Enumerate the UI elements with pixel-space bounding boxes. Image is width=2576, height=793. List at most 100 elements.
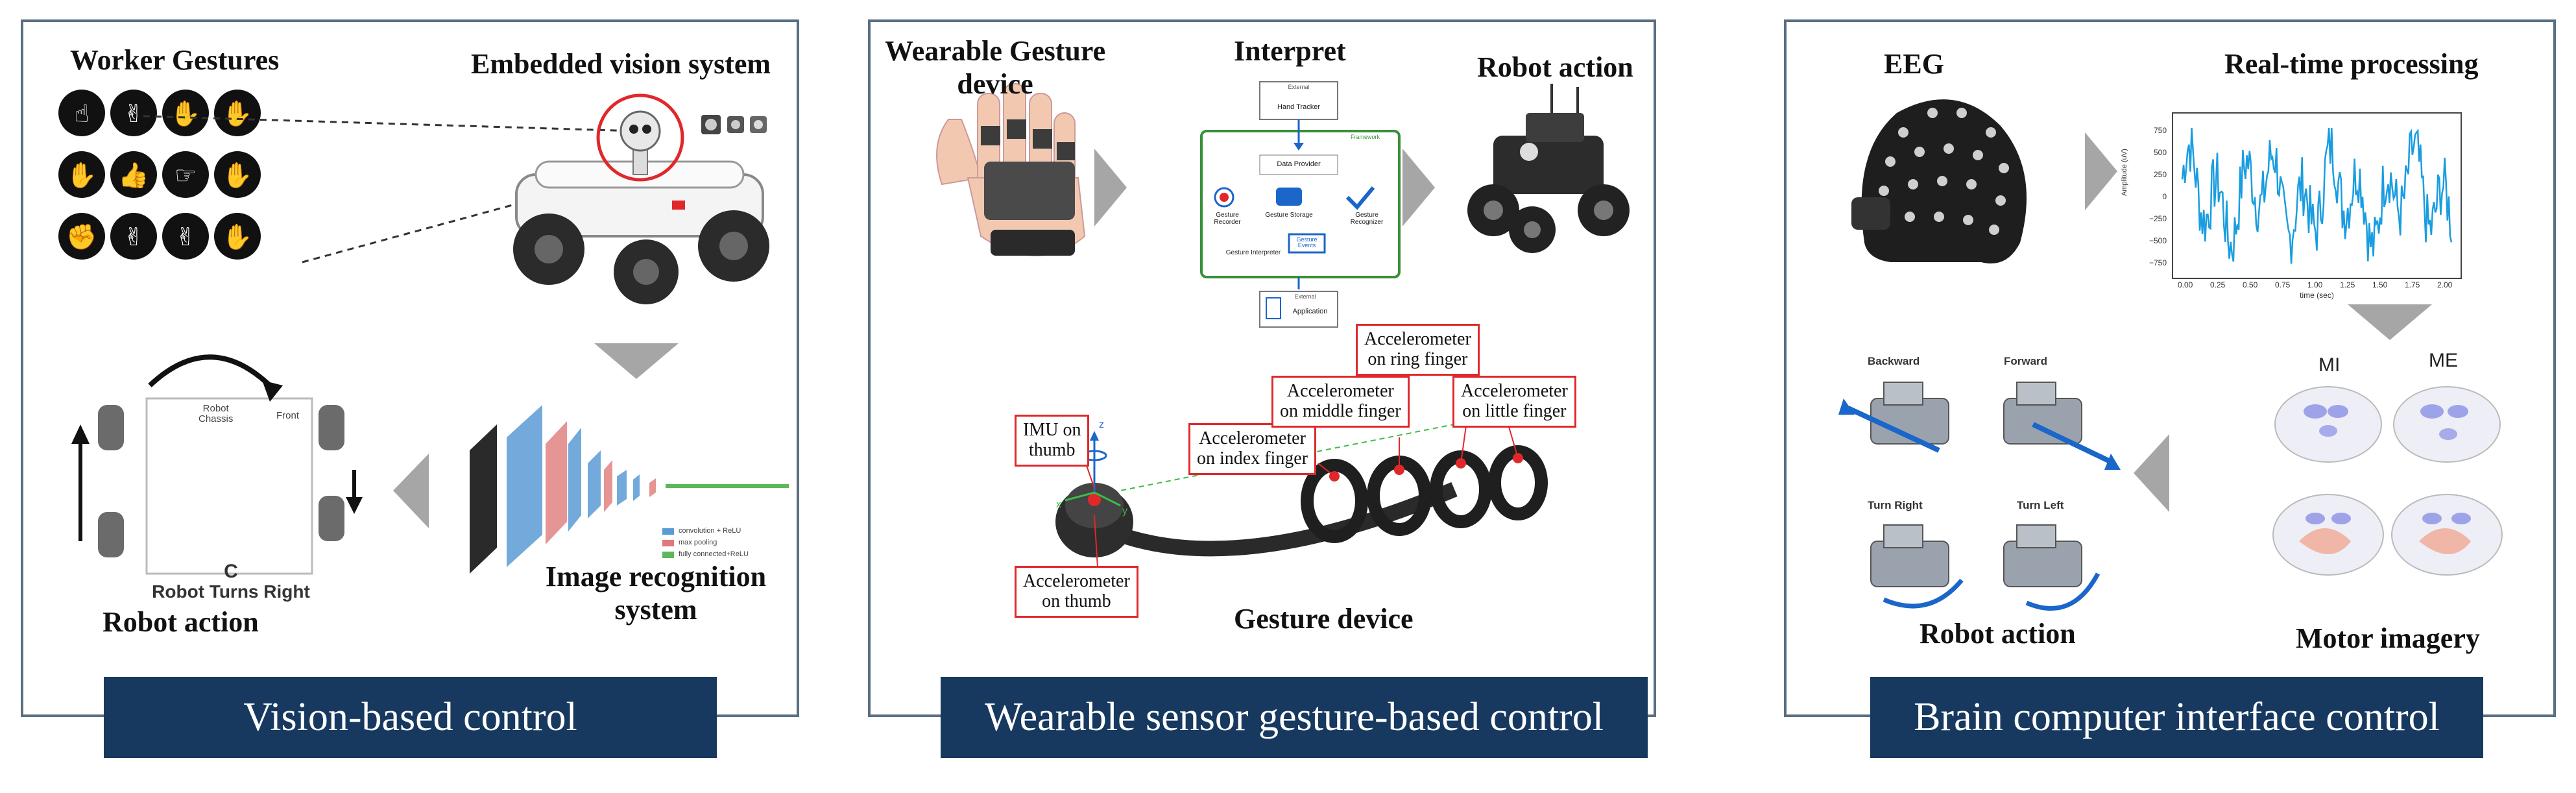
eeg-ytick: −500 xyxy=(2149,236,2167,245)
eeg-xlabel: time (sec) xyxy=(2300,291,2334,300)
cnn-legend: convolution + ReLU max pooling fully con… xyxy=(679,525,749,560)
eeg-plot xyxy=(2172,112,2462,279)
eeg-electrode xyxy=(1898,127,1908,138)
callout-imu-line-2: thumb xyxy=(1028,439,1076,460)
flow-framework: Framework xyxy=(1351,134,1380,140)
eeg-electrode xyxy=(1934,212,1944,222)
robot-directions-illustration xyxy=(1838,382,2121,611)
gesture-hand-icon: ☞ xyxy=(175,161,197,189)
eeg-electrode xyxy=(1995,195,2006,206)
chassis-letter: C xyxy=(224,561,238,582)
flow-arrow-down-bci xyxy=(2348,304,2432,340)
callout-accel-thumb: Accelerometer on thumb xyxy=(1015,566,1138,618)
eeg-electrode xyxy=(1986,127,1996,138)
eeg-electrode xyxy=(1963,215,1973,225)
eeg-electrode xyxy=(1989,225,1999,235)
image-recognition-label: Image recognition system xyxy=(529,561,782,626)
cnn-legend-conv: convolution + ReLU xyxy=(679,527,741,535)
axis-y-label: y xyxy=(1122,506,1127,517)
callout-ring-line-1: Accelerometer xyxy=(1364,329,1471,349)
gesture-hand-icon: ✋ xyxy=(66,161,97,189)
brain-illustrations xyxy=(2272,386,2503,576)
vision-panel: ☝✌✋✋✋👍☞✋✊✌✌✋ xyxy=(21,19,799,717)
callout-accel-little: Accelerometer on little finger xyxy=(1452,376,1576,428)
wearable-panel-art xyxy=(936,81,1630,568)
callout-little-line-2: on little finger xyxy=(1462,400,1567,421)
gesture-icon xyxy=(162,151,209,198)
flow-data-provider: Data Provider xyxy=(1277,160,1321,168)
axis-z-label: z xyxy=(1099,419,1104,430)
gesture-icon xyxy=(162,213,209,260)
eeg-ytick: −750 xyxy=(2149,258,2167,267)
image-recognition-line-1: Image recognition xyxy=(545,561,767,592)
wearable-banner: Wearable sensor gesture-based control xyxy=(941,677,1648,758)
bci-banner: Brain computer interface control xyxy=(1870,677,2483,758)
wearable-device-line-1: Wearable Gesture xyxy=(885,35,1106,67)
eeg-electrode xyxy=(1885,156,1896,167)
bci-panel: EEG Real-time processing Robot action Mo… xyxy=(1784,19,2556,717)
callout-accel-ring: Accelerometer on ring finger xyxy=(1356,324,1480,376)
bci-robot-action-label: Robot action xyxy=(1920,618,2076,650)
eeg-ytick: 250 xyxy=(2153,170,2167,179)
eeg-electrode xyxy=(1905,212,1915,222)
me-label: ME xyxy=(2429,350,2458,371)
eeg-xtick: 2.00 xyxy=(2437,280,2453,289)
eeg-electrode xyxy=(1908,179,1918,189)
eeg-electrode xyxy=(1879,186,1889,196)
flow-arrow-left xyxy=(393,454,429,528)
eeg-ytick: 0 xyxy=(2162,192,2167,201)
gesture-icon xyxy=(58,213,105,260)
gesture-icon xyxy=(110,213,157,260)
gesture-icon xyxy=(58,90,105,136)
flow-arrow-right-2 xyxy=(1402,149,1435,226)
eeg-ytick: 500 xyxy=(2153,148,2167,157)
flow-arrow-right-1 xyxy=(1094,149,1127,226)
gesture-hand-icon: ✌ xyxy=(175,223,196,251)
eeg-electrode xyxy=(1914,147,1925,157)
flow-arrow-down xyxy=(594,343,679,379)
callout-middle-line-1: Accelerometer xyxy=(1286,381,1394,401)
gesture-hand-icon: ✌ xyxy=(123,223,144,251)
gesture-icon xyxy=(162,90,209,136)
flow-external-top: External xyxy=(1288,84,1310,90)
eeg-electrode xyxy=(1999,163,2009,173)
chassis-label-line-1: Robot xyxy=(202,403,229,414)
gesture-hand-icon: ✊ xyxy=(66,223,97,252)
gesture-device-label: Gesture device xyxy=(1234,603,1414,635)
callout-thumb-line-2: on thumb xyxy=(1042,591,1111,611)
eeg-electrode xyxy=(1944,143,1954,154)
flow-gesture-interpreter: Gesture Interpreter xyxy=(1225,249,1281,256)
eeg-xtick: 0.50 xyxy=(2243,280,2258,289)
chassis-diagram xyxy=(71,354,363,575)
cnn-legend-fc: fully connected+ReLU xyxy=(679,550,749,558)
chassis-label: Robot Chassis xyxy=(199,404,233,424)
chassis-front-label: Front xyxy=(276,410,300,421)
gesture-hand-icon: ✋ xyxy=(170,99,200,128)
wearable-device-line-2: device xyxy=(957,67,1033,100)
callout-thumb-line-1: Accelerometer xyxy=(1023,571,1130,591)
dashed-link-top xyxy=(143,115,637,132)
axis-x-label: x xyxy=(1056,499,1061,510)
motor-imagery-label: Motor imagery xyxy=(2296,622,2480,654)
eeg-head-illustration xyxy=(1851,99,2027,263)
gesture-icon xyxy=(58,151,105,198)
eeg-xtick: 1.75 xyxy=(2405,280,2420,289)
wearable-panel: Wearable Gesture device Interpret Robot … xyxy=(868,19,1656,717)
callout-middle-line-2: on middle finger xyxy=(1280,400,1401,421)
eeg-xtick: 1.00 xyxy=(2307,280,2323,289)
callout-accel-index: Accelerometer on index finger xyxy=(1188,423,1317,475)
wearable-robot-action-label: Robot action xyxy=(1477,51,1633,83)
gesture-icon xyxy=(214,151,261,198)
gesture-icon xyxy=(110,90,157,136)
eeg-xtick: 0.00 xyxy=(2178,280,2193,289)
eeg-trace xyxy=(2181,127,2453,264)
gesture-hand-icon: ✋ xyxy=(222,223,252,251)
interpret-label: Interpret xyxy=(1234,35,1346,67)
worker-gestures-label: Worker Gestures xyxy=(70,44,280,76)
gesture-icon xyxy=(214,213,261,260)
bci-panel-art xyxy=(1838,99,2503,611)
gesture-hand-icon: ✌ xyxy=(123,99,144,128)
eeg-electrode xyxy=(1956,108,1967,118)
